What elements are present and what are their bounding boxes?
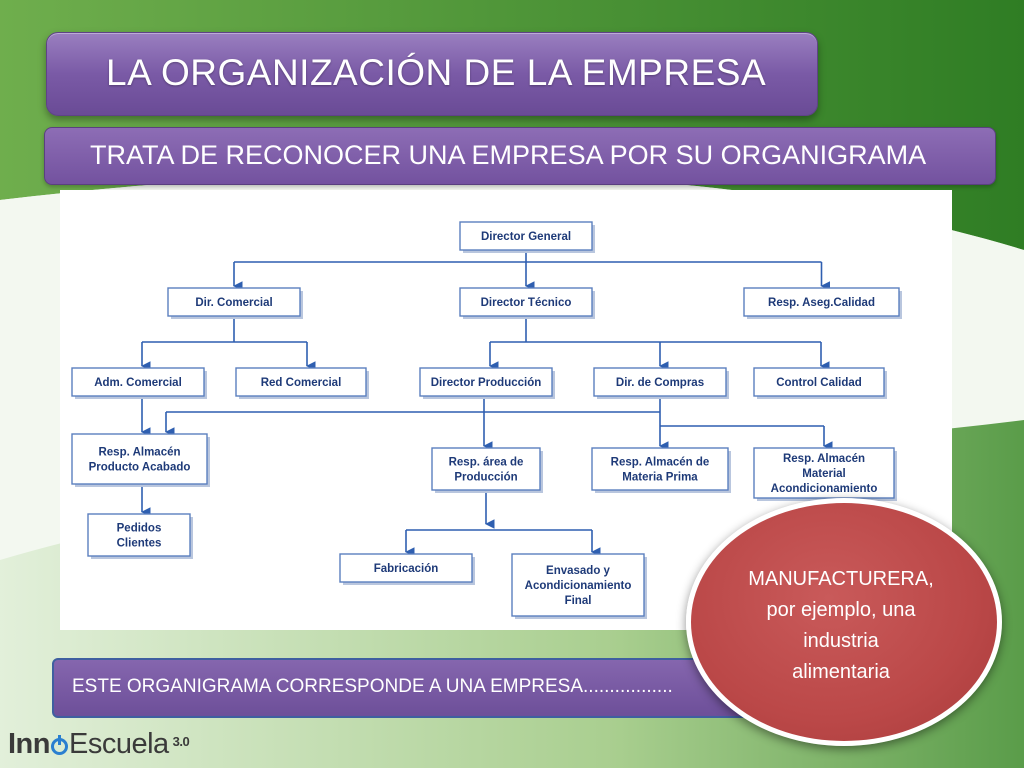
answer-line: alimentaria bbox=[792, 661, 890, 683]
org-node-box bbox=[87, 513, 191, 557]
org-node-label: Resp. Almacén de bbox=[611, 457, 710, 469]
org-node-box bbox=[431, 447, 541, 491]
power-icon bbox=[51, 735, 68, 755]
org-node-label: Dir. Comercial bbox=[195, 297, 272, 309]
org-node-label: Pedidos bbox=[117, 523, 162, 535]
org-node-box bbox=[167, 287, 301, 317]
answer-text: MANUFACTURERA, por ejemplo, una industri… bbox=[716, 564, 966, 688]
org-node-label: Director Producción bbox=[431, 377, 542, 389]
org-node-box bbox=[339, 553, 473, 583]
org-node-box bbox=[235, 367, 367, 397]
logo-version: 3.0 bbox=[172, 734, 190, 749]
org-node-label: Resp. Aseg.Calidad bbox=[768, 297, 875, 309]
question-text: ESTE ORGANIGRAMA CORRESPONDE A UNA EMPRE… bbox=[72, 676, 673, 697]
org-node-dir-compras: Dir. de Compras bbox=[593, 367, 729, 399]
question-banner bbox=[52, 658, 816, 718]
org-node-label: Director Técnico bbox=[481, 297, 572, 309]
org-node-label: Control Calidad bbox=[776, 377, 862, 389]
org-node-box bbox=[459, 287, 593, 317]
org-node-dir-comercial: Dir. Comercial bbox=[167, 287, 303, 319]
org-node-director-general: Director General bbox=[459, 221, 595, 253]
org-node-red-comercial: Red Comercial bbox=[235, 367, 369, 399]
org-node-box bbox=[511, 553, 645, 617]
org-node-label: Acondicionamiento bbox=[771, 483, 878, 495]
org-node-box bbox=[753, 447, 895, 499]
answer-line: industria bbox=[803, 630, 879, 652]
answer-circle bbox=[686, 498, 1002, 746]
org-node-label: Adm. Comercial bbox=[94, 377, 182, 389]
org-node-label: Dir. de Compras bbox=[616, 377, 704, 389]
org-node-label: Acondicionamiento bbox=[525, 580, 632, 592]
org-node-label: Materia Prima bbox=[622, 472, 698, 484]
org-node-label: Director General bbox=[481, 231, 571, 243]
org-chart-connectors bbox=[141, 250, 833, 557]
org-node-label: Clientes bbox=[117, 538, 162, 550]
org-node-adm-comercial: Adm. Comercial bbox=[71, 367, 207, 399]
org-node-box bbox=[459, 221, 593, 251]
org-node-resp-almacen-materia: Resp. Almacén de Materia Prima bbox=[591, 447, 731, 493]
org-node-resp-area-produccion: Resp. área de Producción bbox=[431, 447, 543, 493]
slide-title: LA ORGANIZACIÓN DE LA EMPRESA bbox=[106, 52, 767, 93]
org-node-box bbox=[743, 287, 900, 317]
logo-part-inn: Inn bbox=[8, 728, 51, 760]
org-node-box bbox=[71, 367, 205, 397]
org-node-box bbox=[593, 367, 727, 397]
org-node-label: Final bbox=[565, 595, 592, 607]
org-node-director-produccion: Director Producción bbox=[419, 367, 555, 399]
org-node-label: Resp. Almacén bbox=[783, 453, 865, 465]
subtitle-banner bbox=[44, 127, 996, 185]
org-node-box bbox=[753, 367, 885, 397]
org-node-label: Fabricación bbox=[374, 563, 439, 575]
answer-line: por ejemplo, una bbox=[766, 599, 916, 621]
answer-line: MANUFACTURERA, bbox=[748, 568, 934, 590]
org-node-director-tecnico: Director Técnico bbox=[459, 287, 595, 319]
org-node-label: Resp. área de bbox=[449, 457, 524, 469]
logo-part-escuela: Escuela bbox=[69, 728, 169, 760]
org-node-box bbox=[71, 433, 208, 485]
title-banner bbox=[46, 32, 818, 116]
org-node-label: Red Comercial bbox=[261, 377, 342, 389]
org-node-fabricacion: Fabricación bbox=[339, 553, 475, 585]
slide-subtitle: TRATA DE RECONOCER UNA EMPRESA POR SU OR… bbox=[90, 140, 927, 170]
org-node-label: Material bbox=[802, 468, 845, 480]
org-node-label: Producto Acabado bbox=[89, 462, 191, 474]
org-node-label: Producción bbox=[454, 472, 517, 484]
org-node-label: Resp. Almacén bbox=[98, 447, 180, 459]
org-node-box bbox=[591, 447, 729, 491]
org-node-control-calidad: Control Calidad bbox=[753, 367, 887, 399]
org-node-resp-aseg-calidad: Resp. Aseg.Calidad bbox=[743, 287, 902, 319]
org-node-box bbox=[419, 367, 553, 397]
org-node-label: Envasado y bbox=[546, 565, 611, 577]
